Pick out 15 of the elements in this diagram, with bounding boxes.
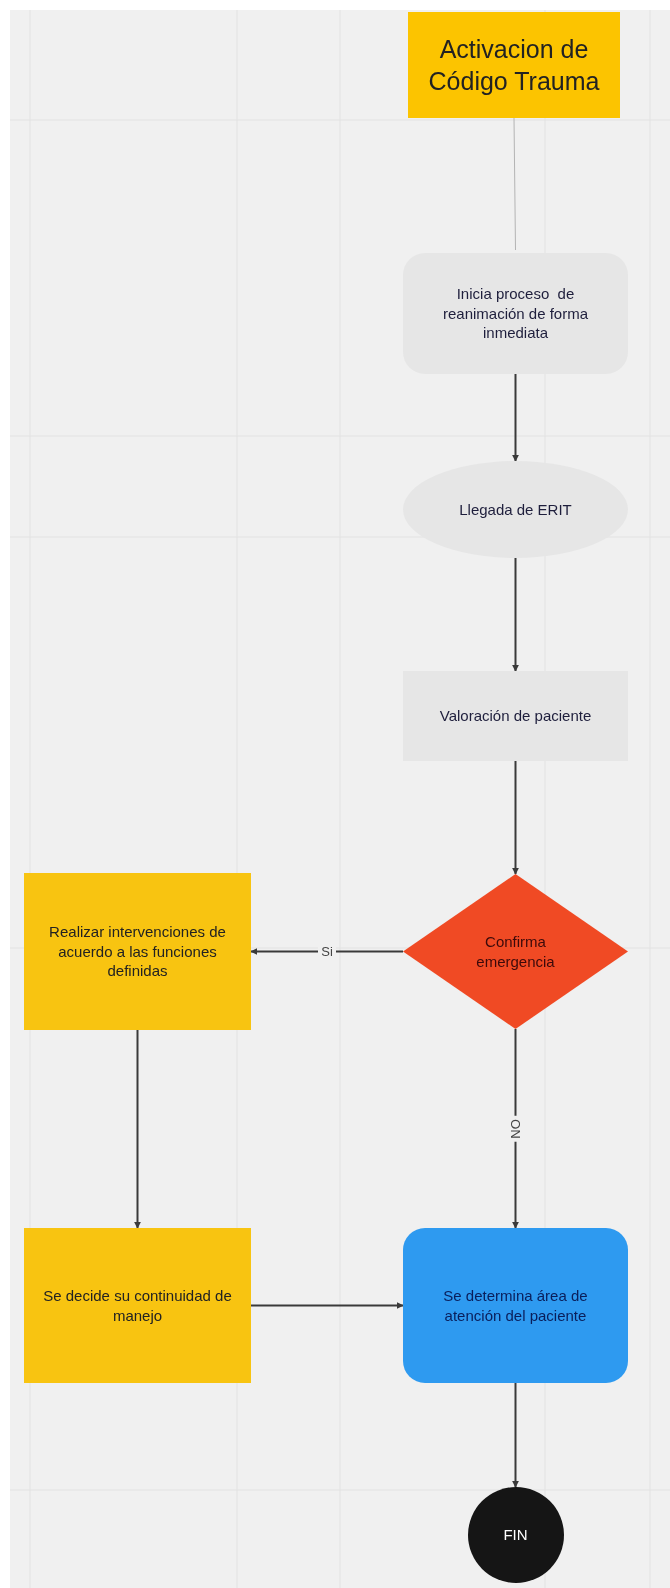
arrow xyxy=(512,760,519,875)
arrow xyxy=(512,557,519,672)
connector-line xyxy=(513,117,516,251)
process-box: Se decide su continuidad de manejo xyxy=(24,1228,251,1383)
arrow xyxy=(512,373,519,462)
arrow xyxy=(250,948,404,955)
process-box: Inicia proceso de reanimación de forma inmediata xyxy=(403,253,628,374)
arrow xyxy=(512,1382,519,1488)
process-box: Se determina área de atención del paciente xyxy=(403,1228,628,1383)
arrow xyxy=(134,1029,141,1229)
decision-diamond: Confirma emergencia xyxy=(403,874,628,1029)
process-box: Realizar intervenciones de acuerdo a las funciones definidas xyxy=(24,873,251,1030)
start-box: Activacion de Código Trauma xyxy=(408,12,620,118)
process-box: Valoración de paciente xyxy=(403,671,628,761)
arrow xyxy=(250,1302,404,1309)
